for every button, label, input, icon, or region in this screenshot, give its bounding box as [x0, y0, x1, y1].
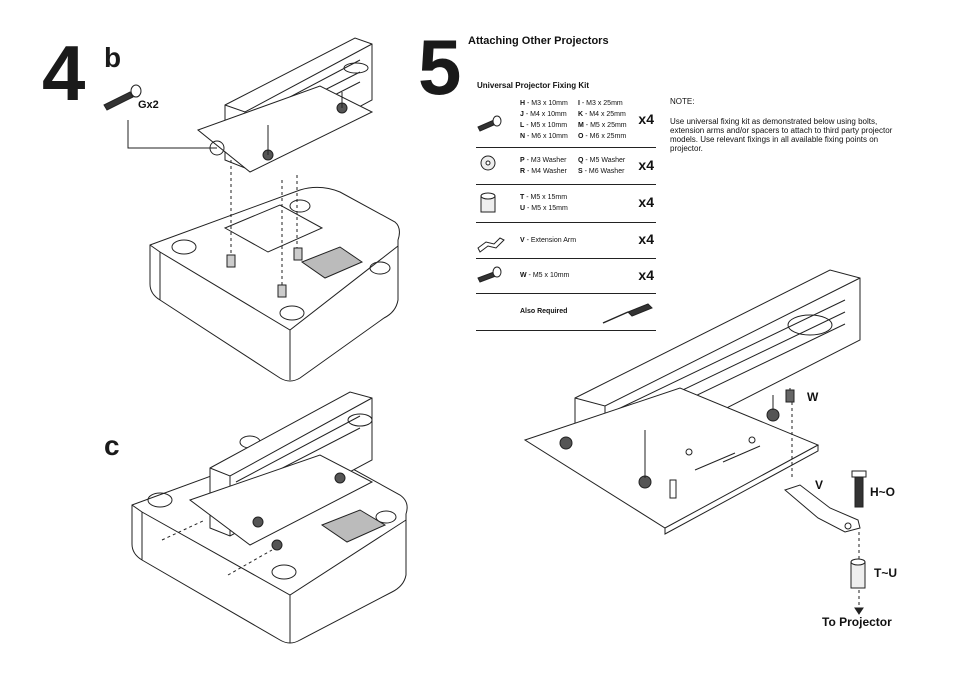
- kit-desc: - M6 x 10mm: [525, 132, 568, 140]
- kit-desc: - Extension Arm: [524, 236, 577, 244]
- kit-code: J: [520, 110, 524, 118]
- kit-line: T - M5 x 15mm: [520, 192, 578, 203]
- kit-code: Q: [578, 156, 584, 164]
- kit-code: R: [520, 167, 526, 175]
- ceiling-bracket-c: [188, 391, 374, 551]
- ceiling-bracket-large: [523, 269, 861, 535]
- kit-code: K: [578, 110, 584, 118]
- kit-code: N: [520, 132, 526, 140]
- kit-desc: - M5 x 25mm: [583, 121, 627, 129]
- kit-desc: - M3 x 25mm: [579, 99, 623, 107]
- kit-code: T: [520, 194, 525, 201]
- screw-icon: [103, 84, 142, 111]
- kit-desc: - M6 Washer: [582, 167, 625, 175]
- kit-desc: - M4 Washer: [525, 167, 567, 175]
- kit-code: U: [520, 205, 526, 212]
- alignment-guides-b: [230, 160, 298, 285]
- kit-desc: - M5 Washer: [583, 156, 626, 164]
- screw-qty-label: Gx2: [138, 99, 159, 111]
- kit-line: H - M3 x 10mm I - M3 x 25mm: [520, 98, 627, 109]
- kit-row: V - Extension Arm x4: [476, 222, 656, 259]
- kit-qty: x4: [638, 231, 654, 247]
- kit-desc: - M5 x 15mm: [525, 205, 568, 212]
- kit-qty: x4: [638, 266, 654, 283]
- kit-line: N - M6 x 10mm O - M6 x 25mm: [520, 131, 627, 142]
- kit-line: W - M5 x 10mm: [520, 270, 578, 281]
- step-5-title: Attaching Other Projectors: [468, 35, 609, 47]
- kit-code: I: [578, 99, 580, 107]
- step-4b-letter: b: [104, 42, 122, 73]
- kit-row: Also Required: [476, 293, 656, 331]
- kit-line: R - M4 Washer S - M6 Washer: [520, 166, 625, 177]
- exploded-fixings: [783, 388, 867, 615]
- step-5-number: 5: [418, 23, 461, 111]
- kit-code: W: [520, 272, 527, 279]
- kit-desc: - M3 x 10mm: [525, 99, 568, 107]
- kit-code: Also Required: [520, 308, 568, 315]
- label-v: V: [815, 478, 824, 492]
- kit-line: Also Required: [520, 306, 578, 317]
- kit-code: L: [520, 121, 525, 129]
- kit-desc: - M5 x 10mm: [524, 121, 568, 129]
- kit-desc: - M6 x 25mm: [583, 132, 627, 140]
- kit-qty: x4: [638, 156, 654, 173]
- label-t-u: T~U: [874, 566, 898, 580]
- label-w: W: [807, 390, 819, 404]
- label-to-projector: To Projector: [822, 615, 892, 629]
- kit-code: O: [578, 132, 584, 140]
- kit-desc: - M3 Washer: [524, 156, 567, 164]
- kit-code: S: [578, 167, 583, 175]
- kit-line: L - M5 x 10mm M - M5 x 25mm: [520, 120, 627, 131]
- projector-body-b: [149, 186, 400, 382]
- kit-desc: - M4 x 25mm: [583, 110, 626, 118]
- kit-title: Universal Projector Fixing Kit: [477, 81, 590, 90]
- kit-qty: x4: [638, 110, 654, 127]
- ceiling-bracket-b: [127, 37, 374, 173]
- kit-code: H: [520, 99, 526, 107]
- kit-icons: [477, 115, 653, 324]
- kit-desc: - M4 x 10mm: [523, 110, 567, 118]
- kit-desc: - M5 x 15mm: [524, 194, 568, 201]
- note-text: Use universal fixing kit as demonstrated…: [670, 117, 893, 153]
- kit-line: P - M3 Washer Q - M5 Washer: [520, 155, 625, 166]
- kit-line: V - Extension Arm: [520, 235, 578, 246]
- step-4c-letter: c: [104, 430, 120, 461]
- kit-code: M: [578, 121, 584, 129]
- step-4-number: 4: [42, 29, 85, 117]
- note-heading: NOTE:: [670, 97, 695, 106]
- kit-row: W - M5 x 10mm x4: [476, 258, 656, 294]
- kit-line: J - M4 x 10mm K - M4 x 25mm: [520, 109, 627, 120]
- kit-code: V: [520, 236, 525, 244]
- alignment-guides-c: [161, 519, 273, 576]
- kit-qty: x4: [638, 194, 654, 210]
- label-h-o: H~O: [870, 485, 896, 499]
- kit-code: P: [520, 156, 525, 164]
- kit-line: U - M5 x 15mm: [520, 203, 578, 214]
- kit-desc: - M5 x 10mm: [526, 272, 570, 279]
